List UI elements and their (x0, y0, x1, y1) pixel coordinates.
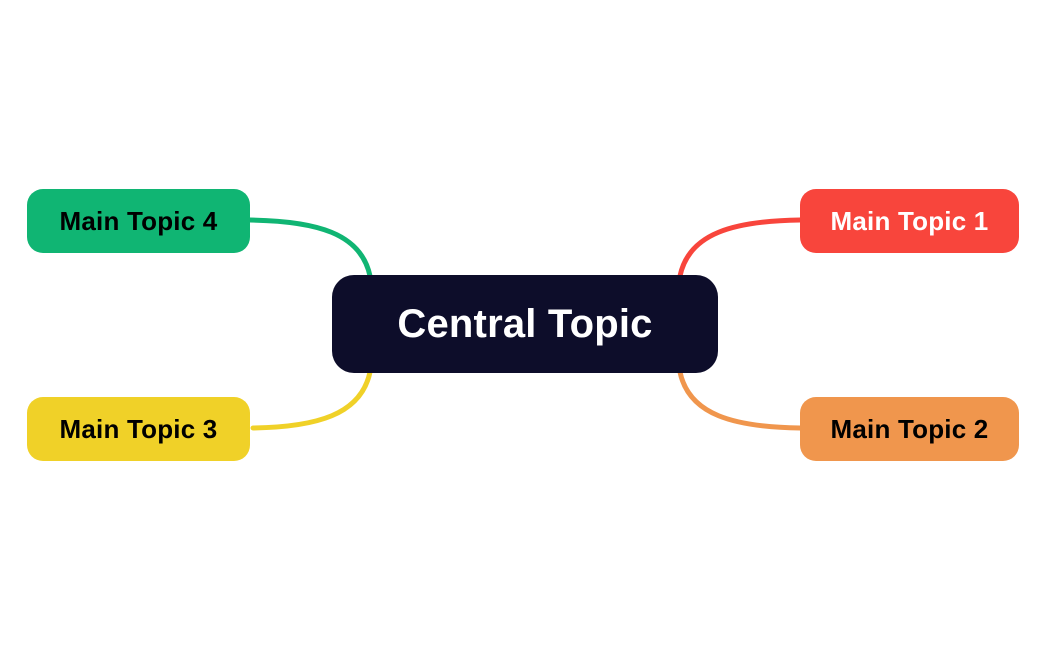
main-topic-2-node[interactable]: Main Topic 2 (800, 397, 1019, 461)
connector-main-topic-4 (247, 217, 373, 279)
connector-main-topic-2 (677, 369, 803, 431)
connector-main-topic-1 (677, 217, 803, 279)
connector-main-topic-3 (250, 369, 373, 431)
main-topic-1-label: Main Topic 1 (830, 205, 989, 236)
main-topic-4-node[interactable]: Main Topic 4 (27, 189, 250, 253)
main-topic-2-label: Main Topic 2 (830, 413, 989, 444)
main-topic-1-node[interactable]: Main Topic 1 (800, 189, 1019, 253)
main-topic-3-label: Main Topic 3 (59, 413, 218, 444)
main-topic-4-label: Main Topic 4 (59, 205, 218, 236)
central-topic-node[interactable]: Central Topic (332, 275, 718, 373)
main-topic-3-node[interactable]: Main Topic 3 (27, 397, 250, 461)
central-topic-label: Central Topic (397, 301, 653, 346)
